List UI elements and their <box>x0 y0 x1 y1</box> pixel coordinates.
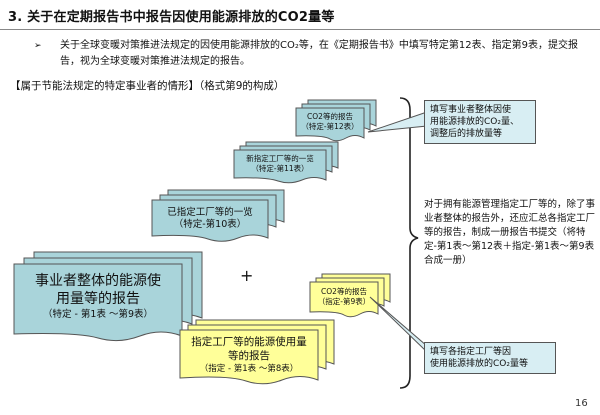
callout-bottom-line2: 使用能源排放的CO₂量等 <box>430 359 528 369</box>
callout-bottom: 填写各指定工厂等因 使用能源排放的CO₂量等 <box>424 342 556 374</box>
page-title: 3. 关于在定期报告书中报告因使用能源排放的CO2量等 <box>8 10 335 25</box>
callout-top-line2: 用能源排放的CO₂量、 <box>430 117 519 127</box>
callout-top-line1: 填写事业者整体因使 <box>430 105 512 115</box>
doc-business-line2: 用量等的报告 <box>56 291 140 307</box>
doc-stack-shape <box>295 99 377 142</box>
doc-form11-line2: （特定-第11表） <box>251 164 309 173</box>
callout-top-line3: 调整后的排放量等 <box>430 129 503 139</box>
doc-stack-shape <box>233 141 339 184</box>
doc-stack-form11: 新指定工厂等的一览 （特定-第11表） <box>233 141 339 184</box>
doc-form12-line1: CO2等的报告 <box>307 112 353 121</box>
doc-designated-energy-line3: （指定 - 第1表 ～第8表） <box>199 364 299 374</box>
plus-sign: + <box>240 266 254 285</box>
callout-top: 填写事业者整体因使 用能源排放的CO₂量、 调整后的排放量等 <box>424 100 536 144</box>
doc-business-line1: 事业者整体的能源使 <box>35 273 161 289</box>
doc-stack-designated-energy: 指定工厂等的能源使用量 等的报告 （指定 - 第1表 ～第8表） <box>179 319 335 385</box>
doc-designated-co2-line1: CO2等的报告 <box>321 287 367 296</box>
doc-form10-line1: 已指定工厂等的一览 <box>167 207 253 218</box>
doc-designated-energy-line1: 指定工厂等的能源使用量 <box>191 336 307 348</box>
doc-form11-line1: 新指定工厂等的一览 <box>246 154 314 163</box>
doc-stack-form12: CO2等的报告 （特定-第12表） <box>295 99 377 142</box>
doc-business-line3: （特定 - 第1表 ～第9表） <box>42 309 154 320</box>
bullet-text: 关于全球变暖对策推进法规定的因使用能源排放的CO₂等，在《定期报告书》中填写特定… <box>60 40 578 67</box>
doc-designated-co2-line2: （指定-第9表） <box>317 297 371 306</box>
doc-stack-shape <box>13 251 203 342</box>
doc-stack-form10: 已指定工厂等的一览 （特定-第10表） <box>151 189 285 242</box>
page-number: 16 <box>575 398 588 409</box>
doc-stack-shape <box>151 189 285 242</box>
section-label: 【属于节能法规定的特定事业者的情形】（格式第9的构成） <box>10 80 285 92</box>
doc-stack-business: 事业者整体的能源使 用量等的报告 （特定 - 第1表 ～第9表） <box>13 251 203 342</box>
doc-form10-line2: （特定-第10表） <box>173 219 247 230</box>
title-divider <box>0 29 600 30</box>
doc-designated-energy-line2: 等的报告 <box>228 350 270 362</box>
bullet-arrow-icon: ➢ <box>34 41 42 51</box>
side-note: 对于拥有能源管理指定工厂等的，除了事业者整体的报告外，还应汇总各指定工厂等的报告… <box>424 199 596 266</box>
doc-form12-line2: （特定-第12表） <box>301 122 359 131</box>
doc-stack-shape <box>179 319 335 385</box>
callout-bottom-line1: 填写各指定工厂等因 <box>430 347 512 357</box>
